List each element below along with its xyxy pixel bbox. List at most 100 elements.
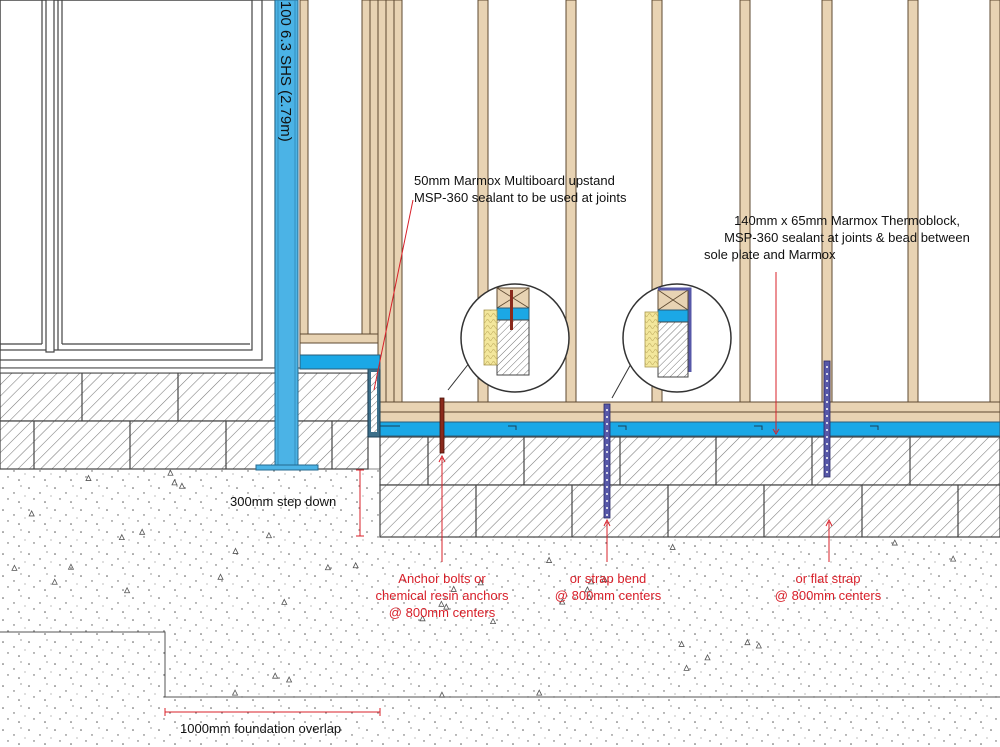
aggregate-mark — [51, 578, 58, 585]
aggregate-mark — [67, 563, 75, 570]
aggregate-mark — [265, 531, 273, 539]
aggregate-mark — [167, 469, 174, 476]
strap-hole — [606, 451, 608, 453]
aggregate-mark — [601, 575, 608, 582]
marmox-multiboard-upstand — [299, 354, 381, 438]
aggregate-mark — [678, 640, 685, 647]
aggregate-mark — [704, 654, 711, 661]
aggregate-mark — [272, 672, 279, 679]
steel-column-label: 100 x 100 6.3 SHS (2.79m) — [277, 0, 294, 142]
detail-bubble-anchor — [447, 283, 570, 393]
aggregate-mark — [450, 585, 457, 592]
strap-hole — [606, 514, 608, 516]
step-down-label: 300mm step down — [230, 494, 337, 509]
strap-hole — [826, 464, 828, 466]
aggregate-mark — [85, 474, 92, 481]
aggregate-mark — [584, 586, 591, 593]
strap-hole — [826, 387, 828, 389]
aggregate-mark — [285, 676, 293, 683]
detail-bubble-strap — [611, 283, 732, 399]
flat-strap — [823, 360, 831, 478]
foundation-overlap-label: 1000mm foundation overlap — [180, 721, 342, 736]
aggregate-mark — [545, 556, 553, 563]
strap-hole — [826, 450, 828, 452]
aggregate-mark — [281, 598, 288, 605]
anchor-bolts-line-3: @ 800mm centers — [388, 605, 496, 620]
strap-hole — [826, 394, 828, 396]
strap-hole — [606, 444, 608, 446]
thermoblock-annotation: 140mm x 65mm Marmox Thermoblock, MSP-360… — [702, 212, 992, 263]
strap-hole — [826, 443, 828, 445]
strap-hole — [606, 423, 608, 425]
strap-bend-line-1: or strap bend — [569, 571, 647, 586]
thermoblock-line-3: sole plate and Marmox — [704, 247, 836, 262]
strap-hole — [826, 380, 828, 382]
flat-strap-line-2: @ 800mm centers — [774, 588, 882, 603]
strap-hole — [826, 408, 828, 410]
aggregate-marks — [11, 469, 957, 698]
strap-bend — [603, 403, 611, 519]
flat-strap-line-1: or flat strap — [795, 571, 861, 586]
strap-hole — [826, 436, 828, 438]
aggregate-mark — [744, 638, 751, 646]
thermoblock-line-2: MSP-360 sealant at joints & bead between — [724, 230, 970, 245]
multiboard-line-1: 50mm Marmox Multiboard upstand — [414, 173, 615, 188]
strap-hole — [826, 429, 828, 431]
strap-hole — [606, 465, 608, 467]
strap-hole — [826, 422, 828, 424]
strap-hole — [606, 486, 608, 488]
aggregate-mark — [11, 564, 18, 571]
aggregate-mark — [669, 543, 676, 550]
aggregate-mark — [171, 479, 178, 486]
aggregate-mark — [443, 603, 450, 610]
aggregate-mark — [232, 547, 239, 554]
aggregate-mark — [949, 555, 957, 562]
strap-bend-annotation: or strap bend @ 800mm centers — [538, 570, 678, 604]
strap-hole — [606, 437, 608, 439]
anchor-bolt — [439, 397, 445, 454]
aggregate-mark — [324, 563, 332, 571]
aggregate-mark — [419, 614, 426, 622]
block-wall-upper-left — [0, 367, 369, 470]
multiboard-line-2: MSP-360 sealant to be used at joints — [414, 190, 627, 205]
aggregate-mark — [352, 561, 359, 569]
aggregate-mark — [231, 689, 239, 696]
aggregate-mark — [489, 617, 497, 625]
anchor-bolts-line-2: chemical resin anchors — [375, 588, 509, 603]
strap-hole — [826, 457, 828, 459]
strap-hole — [826, 471, 828, 473]
marmox-thermoblock — [377, 421, 1000, 437]
strap-hole — [606, 409, 608, 411]
strap-hole — [606, 458, 608, 460]
aggregate-mark — [683, 664, 690, 671]
aggregate-mark — [28, 510, 35, 517]
aggregate-mark — [585, 593, 593, 600]
flat-strap-annotation: or flat strap @ 800mm centers — [758, 570, 898, 604]
strap-hole — [826, 373, 828, 375]
aggregate-mark — [477, 578, 484, 586]
aggregate-mark — [536, 689, 543, 696]
timber-frame — [299, 0, 1000, 423]
aggregate-mark — [891, 539, 898, 546]
strap-hole — [826, 366, 828, 368]
leader-lines — [373, 199, 833, 562]
steel-shs-column — [255, 0, 319, 471]
strap-hole — [826, 415, 828, 417]
aggregate-mark — [755, 642, 762, 649]
strap-hole — [826, 401, 828, 403]
anchor-bolts-line-1: Anchor bolts or — [398, 571, 486, 586]
strap-hole — [606, 500, 608, 502]
window-frames — [0, 0, 276, 369]
aggregate-mark — [123, 586, 131, 594]
aggregate-mark — [139, 528, 146, 535]
thermoblock-line-1: 140mm x 65mm Marmox Thermoblock, — [734, 213, 960, 228]
strap-bend-line-2: @ 800mm centers — [554, 588, 662, 603]
aggregate-mark — [217, 573, 224, 580]
aggregate-mark — [118, 533, 125, 541]
anchor-bolts-annotation: Anchor bolts or chemical resin anchors @… — [362, 570, 522, 621]
block-wall-lower-right — [379, 436, 1000, 538]
multiboard-annotation: 50mm Marmox Multiboard upstand MSP-360 s… — [414, 172, 626, 206]
strap-hole — [606, 430, 608, 432]
